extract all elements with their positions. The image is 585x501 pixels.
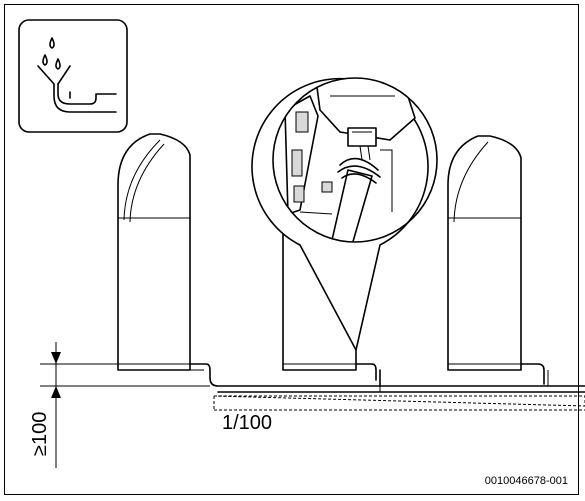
appliance-right: [447, 135, 549, 386]
height-label: ≥100: [29, 412, 51, 456]
condensate-drain-icon: [18, 19, 128, 133]
detail-magnifier: [251, 77, 438, 351]
figure-frame: [4, 4, 579, 495]
slope-label: 1/100: [222, 412, 272, 434]
height-dimension: [40, 342, 210, 468]
document-id: 0010046678-001: [485, 475, 568, 487]
appliance-left: [117, 133, 585, 387]
slope-indicator: [213, 395, 585, 411]
